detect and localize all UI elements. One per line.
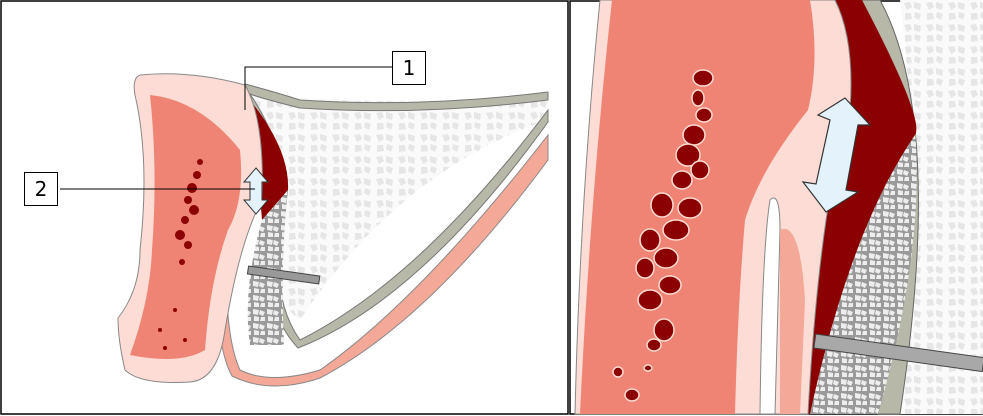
tissue-gap-arrow bbox=[242, 167, 270, 215]
detail-blood-clot bbox=[795, 0, 917, 414]
detail-alveolar-mucosa bbox=[780, 228, 805, 414]
alveolar-mucosa bbox=[216, 133, 549, 387]
label-1: 1 bbox=[392, 51, 426, 85]
leader-line-1 bbox=[244, 66, 392, 110]
detail-tissue-gap-arrow bbox=[801, 97, 872, 213]
blood-vessels bbox=[158, 159, 203, 350]
detail-panel bbox=[569, 0, 983, 415]
lip-muscle bbox=[130, 95, 242, 359]
bone-graft bbox=[247, 190, 288, 345]
detail-sulcus bbox=[759, 197, 781, 415]
detail-tenting-screw bbox=[813, 333, 983, 373]
label-1-text: 1 bbox=[402, 56, 416, 80]
detail-blood-vessels bbox=[612, 69, 714, 402]
label-2: 2 bbox=[24, 172, 58, 206]
alveolar-bone bbox=[250, 95, 548, 320]
overview-panel bbox=[0, 0, 569, 415]
tenting-screw bbox=[246, 265, 321, 285]
label-2-text: 2 bbox=[34, 177, 48, 201]
